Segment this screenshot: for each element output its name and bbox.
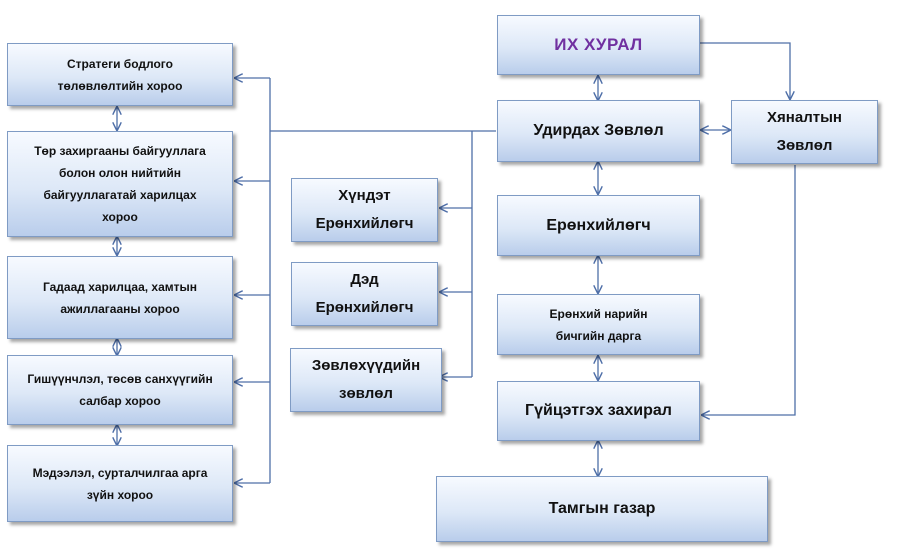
committee-box-public-relations: Төр захиргааны байгууллага болон олон ни… xyxy=(7,131,233,237)
advisory-council-label: Зөвлөхүүдийн зөвлөл xyxy=(311,357,421,402)
committee-box-information: Мэдээлэл, сурталчилгаа арга зүйн хороо xyxy=(7,445,233,522)
executive-director-label: Гүйцэтгэх захирал xyxy=(525,402,672,419)
vice-president-label: Дэд Ерөнхийлөгч xyxy=(315,271,414,316)
committee-box-strategy: Стратеги бодлого төлөвлөлтийн хороо xyxy=(7,43,233,106)
committee-label: Гадаад харилцаа, хамтын ажиллагааны хоро… xyxy=(42,279,198,316)
honorary-president-label: Хүндэт Ерөнхийлөгч xyxy=(315,187,414,232)
secretary-general-box: Ерөнхий нарийн бичгийн дарга xyxy=(497,294,700,355)
board-label: Удирдах Зөвлөл xyxy=(533,122,664,139)
committee-box-membership-finance: Гишүүнчлэл, төсөв санхүүгийн салбар хоро… xyxy=(7,355,233,425)
general-assembly-label: ИХ ХУРАЛ xyxy=(554,35,643,54)
committee-box-foreign-relations: Гадаад харилцаа, хамтын ажиллагааны хоро… xyxy=(7,256,233,339)
president-box: Ерөнхийлөгч xyxy=(497,195,700,256)
audit-council-box: Хяналтын Зөвлөл xyxy=(731,100,878,164)
general-assembly-box: ИХ ХУРАЛ xyxy=(497,15,700,75)
vice-president-box: Дэд Ерөнхийлөгч xyxy=(291,262,438,326)
president-label: Ерөнхийлөгч xyxy=(546,216,651,234)
committee-label: Мэдээлэл, сурталчилгаа арга зүйн хороо xyxy=(32,465,208,502)
secretariat-box: Тамгын газар xyxy=(436,476,768,542)
link-khural-khyanalt xyxy=(700,42,790,99)
secretariat-label: Тамгын газар xyxy=(548,500,656,517)
committee-label: Гишүүнчлэл, төсөв санхүүгийн салбар хоро… xyxy=(27,372,213,408)
audit-council-label: Хяналтын Зөвлөл xyxy=(767,109,842,154)
advisory-council-box: Зөвлөхүүдийн зөвлөл xyxy=(290,348,442,412)
link-khyanalt-guitsetgekh xyxy=(702,165,796,415)
board-box: Удирдах Зөвлөл xyxy=(497,100,700,162)
executive-director-box: Гүйцэтгэх захирал xyxy=(497,381,700,441)
committee-label: Төр захиргааны байгууллага болон олон ни… xyxy=(34,144,206,224)
committee-label: Стратеги бодлого төлөвлөлтийн хороо xyxy=(57,56,183,93)
secretary-general-label: Ерөнхий нарийн бичгийн дарга xyxy=(549,306,648,343)
honorary-president-box: Хүндэт Ерөнхийлөгч xyxy=(291,178,438,242)
